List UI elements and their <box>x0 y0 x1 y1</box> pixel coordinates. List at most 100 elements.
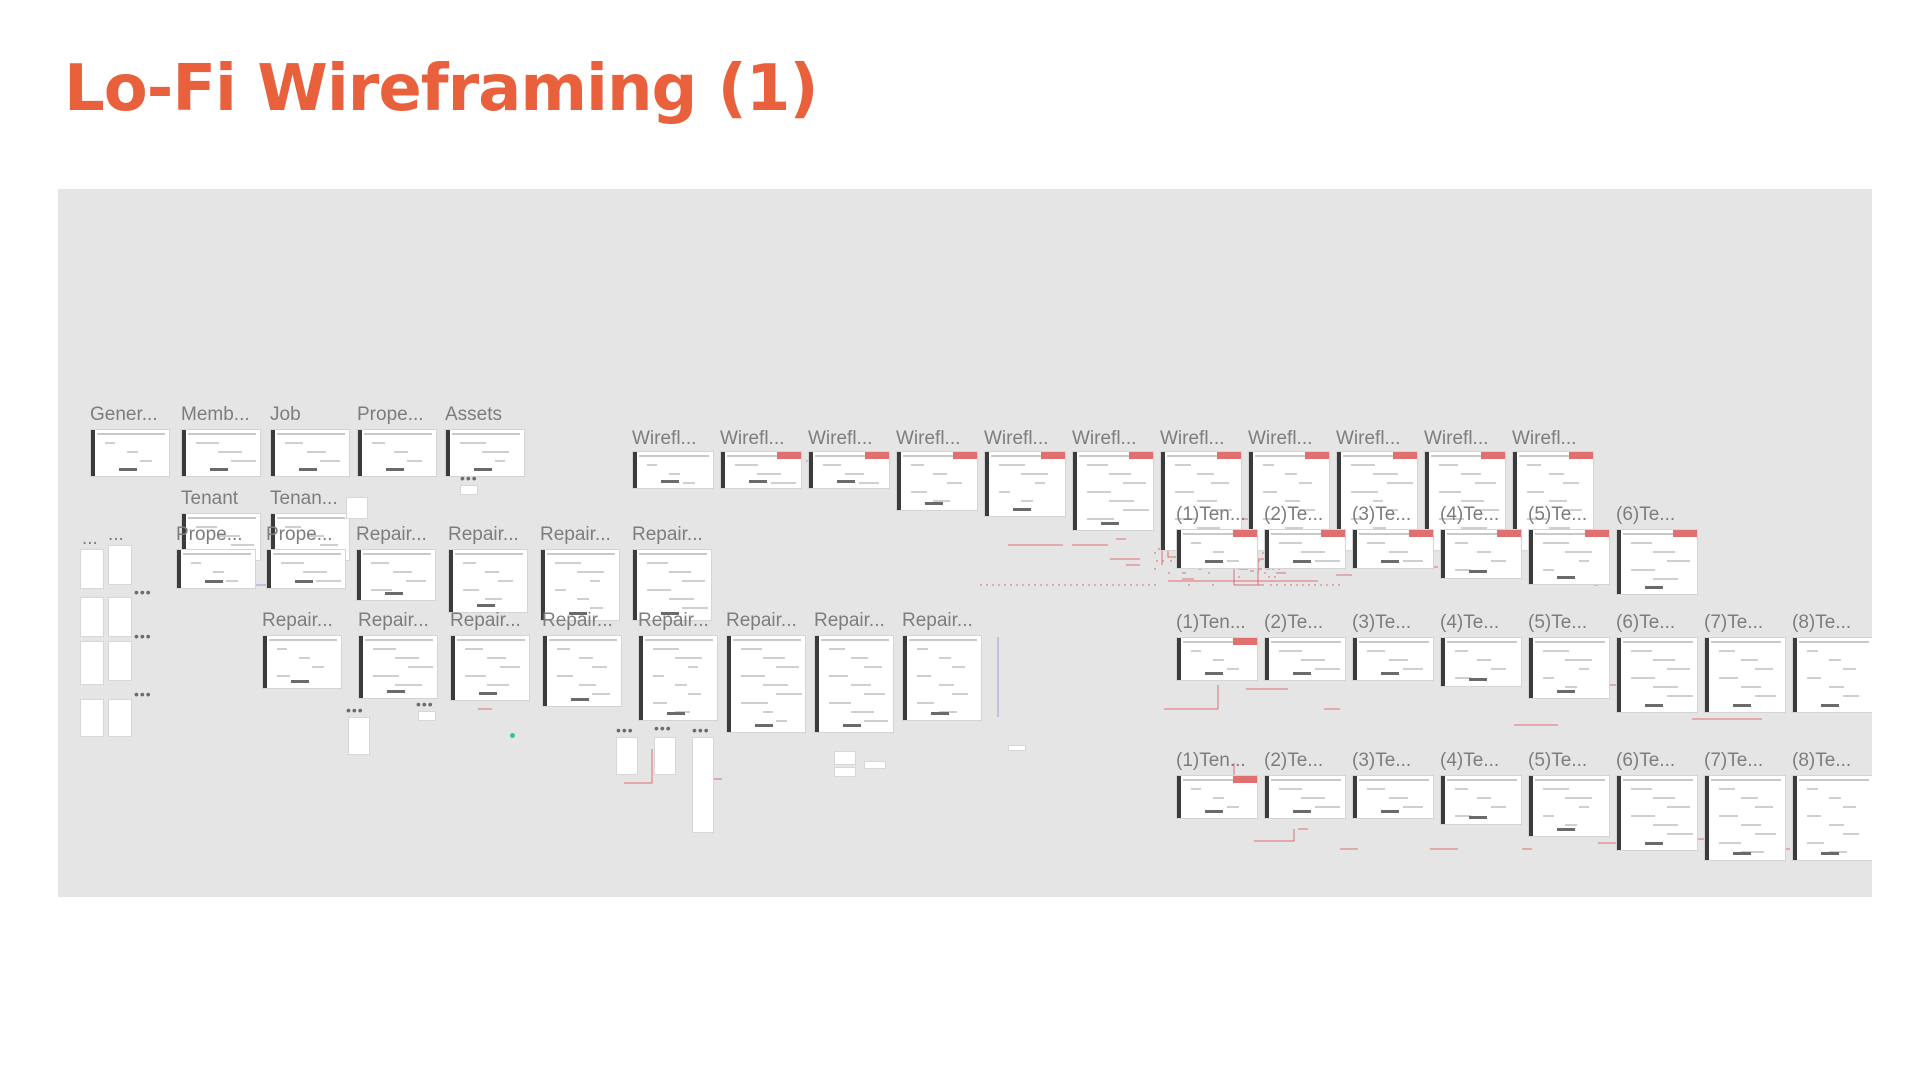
frame-label[interactable]: Repair... <box>540 524 611 545</box>
frame-label[interactable]: Wirefl... <box>632 428 697 449</box>
wireframe-frame[interactable] <box>450 635 530 701</box>
mini-frame[interactable] <box>460 485 478 495</box>
frame-label[interactable]: (7)Te... <box>1704 612 1764 633</box>
frame-label[interactable]: (2)Te... <box>1264 612 1324 633</box>
frame-label[interactable]: Repair... <box>448 524 519 545</box>
wireframe-frame[interactable] <box>90 429 170 477</box>
frame-label[interactable]: (6)Te... <box>1616 504 1676 525</box>
wireframe-frame[interactable] <box>638 635 718 721</box>
connection-node[interactable] <box>510 733 515 738</box>
wireframe-frame[interactable] <box>1616 637 1698 713</box>
wireframe-frame[interactable] <box>270 429 350 477</box>
frame-label[interactable]: (6)Te... <box>1616 750 1676 771</box>
wireframe-frame[interactable] <box>1528 637 1610 699</box>
wireframe-frame[interactable] <box>1264 775 1346 819</box>
frame-label[interactable]: Repair... <box>542 610 613 631</box>
wireframe-frame[interactable] <box>1352 775 1434 819</box>
wireframe-frame[interactable] <box>1616 529 1698 595</box>
frame-label[interactable]: Prope... <box>357 404 424 425</box>
frame-label[interactable]: (4)Te... <box>1440 612 1500 633</box>
mini-frame[interactable] <box>108 597 132 637</box>
frame-label[interactable]: Repair... <box>358 610 429 631</box>
frame-label[interactable]: (2)Te... <box>1264 750 1324 771</box>
frame-label[interactable]: (8)Te... <box>1792 750 1852 771</box>
wireframe-frame[interactable] <box>984 451 1066 517</box>
mini-frame[interactable] <box>80 641 104 685</box>
wireframe-frame[interactable] <box>814 635 894 733</box>
frame-label[interactable]: (7)Te... <box>1704 750 1764 771</box>
wireframe-frame[interactable] <box>262 635 342 689</box>
wireframe-frame[interactable] <box>902 635 982 721</box>
wireframe-frame[interactable] <box>181 429 261 477</box>
wireframe-frame[interactable] <box>1440 775 1522 825</box>
more-icon[interactable]: ••• <box>654 720 672 736</box>
more-icon[interactable]: ••• <box>416 696 434 712</box>
mini-frame[interactable] <box>834 751 856 765</box>
wireframe-frame[interactable] <box>1176 637 1258 681</box>
mini-frame[interactable] <box>80 597 104 637</box>
mini-frame[interactable] <box>108 699 132 737</box>
more-icon[interactable]: ••• <box>134 628 152 644</box>
frame-label[interactable]: Wirefl... <box>1512 428 1577 449</box>
wireframe-frame[interactable] <box>542 635 622 707</box>
wireframe-frame[interactable] <box>1264 529 1346 569</box>
wireframe-frame[interactable] <box>726 635 806 733</box>
frame-label[interactable]: (5)Te... <box>1528 750 1588 771</box>
frame-label[interactable]: (8)Te... <box>1792 612 1852 633</box>
more-icon[interactable]: ••• <box>616 722 634 738</box>
frame-label[interactable]: (1)Ten... <box>1176 612 1246 633</box>
frame-label[interactable]: ... <box>108 524 124 545</box>
frame-label[interactable]: Prope... <box>176 524 243 545</box>
frame-label[interactable]: ... <box>82 528 98 549</box>
mini-frame[interactable] <box>864 761 886 769</box>
frame-label[interactable]: (4)Te... <box>1440 504 1500 525</box>
more-icon[interactable]: ••• <box>346 702 364 718</box>
wireframe-frame[interactable] <box>1072 451 1154 531</box>
frame-label[interactable]: Repair... <box>262 610 333 631</box>
frame-label[interactable]: Repair... <box>638 610 709 631</box>
wireframe-frame[interactable] <box>1352 529 1434 569</box>
frame-label[interactable]: Tenant <box>181 488 239 509</box>
wireframe-frame[interactable] <box>1528 529 1610 585</box>
wireframe-frame[interactable] <box>1176 529 1258 569</box>
wireframe-frame[interactable] <box>1616 775 1698 851</box>
frame-label[interactable]: (1)Ten... <box>1176 504 1246 525</box>
wireframe-frame[interactable] <box>1176 775 1258 819</box>
mini-frame[interactable] <box>616 737 638 775</box>
wireframe-frame[interactable] <box>1352 637 1434 681</box>
mini-frame[interactable] <box>346 497 368 519</box>
frame-label[interactable]: (1)Ten... <box>1176 750 1246 771</box>
frame-label[interactable]: (6)Te... <box>1616 612 1676 633</box>
frame-label[interactable]: Wirefl... <box>1160 428 1225 449</box>
frame-label[interactable]: Repair... <box>814 610 885 631</box>
mini-frame[interactable] <box>80 699 104 737</box>
frame-label[interactable]: Wirefl... <box>896 428 961 449</box>
frame-label[interactable]: Gener... <box>90 404 158 425</box>
mini-frame[interactable] <box>348 717 370 755</box>
wireframe-frame[interactable] <box>357 429 437 477</box>
frame-label[interactable]: (3)Te... <box>1352 504 1412 525</box>
more-icon[interactable]: ••• <box>460 470 478 486</box>
wireframe-frame[interactable] <box>1528 775 1610 837</box>
more-icon[interactable]: ••• <box>134 686 152 702</box>
wireframe-frame[interactable] <box>176 549 256 589</box>
mini-frame[interactable] <box>654 737 676 775</box>
wireframe-frame[interactable] <box>1440 529 1522 579</box>
frame-label[interactable]: (2)Te... <box>1264 504 1324 525</box>
frame-label[interactable]: Wirefl... <box>720 428 785 449</box>
more-icon[interactable]: ••• <box>692 722 710 738</box>
frame-label[interactable]: Repair... <box>356 524 427 545</box>
wireframe-frame[interactable] <box>540 549 620 621</box>
frame-label[interactable]: Wirefl... <box>984 428 1049 449</box>
frame-label[interactable]: (4)Te... <box>1440 750 1500 771</box>
wireframe-frame[interactable] <box>356 549 436 601</box>
frame-label[interactable]: Wirefl... <box>1248 428 1313 449</box>
frame-label[interactable]: Wirefl... <box>1336 428 1401 449</box>
wireframe-frame[interactable] <box>808 451 890 489</box>
frame-label[interactable]: Prope... <box>266 524 333 545</box>
wireframe-frame[interactable] <box>1792 775 1872 861</box>
frame-label[interactable]: Wirefl... <box>1424 428 1489 449</box>
wireframe-frame[interactable] <box>632 549 712 621</box>
frame-label[interactable]: Repair... <box>902 610 973 631</box>
